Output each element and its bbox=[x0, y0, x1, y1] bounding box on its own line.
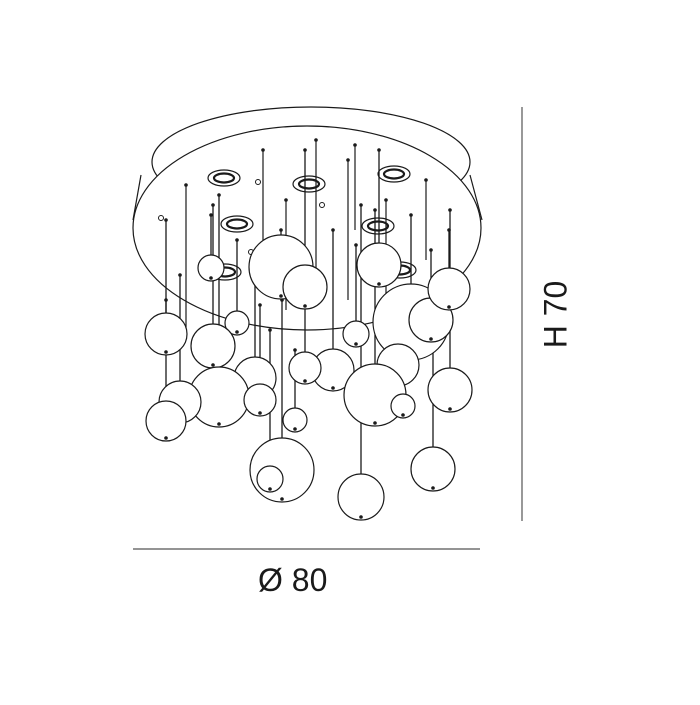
sphere-tip bbox=[429, 337, 433, 341]
wire-anchor bbox=[164, 218, 168, 222]
wire-anchor bbox=[293, 348, 297, 352]
sphere-tip bbox=[209, 276, 213, 280]
socket-ring bbox=[207, 169, 241, 187]
glass-sphere bbox=[427, 367, 473, 413]
wire-anchor bbox=[178, 273, 182, 277]
wire-anchor bbox=[448, 208, 452, 212]
sphere-tip bbox=[448, 407, 452, 411]
wire-anchor bbox=[303, 148, 307, 152]
glass-sphere bbox=[197, 254, 225, 282]
sphere-tip bbox=[401, 413, 405, 417]
wire-anchor bbox=[353, 143, 357, 147]
wire-anchor bbox=[424, 178, 428, 182]
screw bbox=[319, 202, 325, 208]
diameter-label: Ø 80 bbox=[258, 562, 328, 598]
wire-anchor bbox=[284, 198, 288, 202]
height-label: H 70 bbox=[537, 280, 574, 349]
wire-anchor bbox=[164, 298, 168, 302]
sphere-tip bbox=[373, 421, 377, 425]
glass-sphere bbox=[256, 465, 284, 493]
wire-anchor bbox=[217, 193, 221, 197]
wire-anchor bbox=[409, 213, 413, 217]
canopy-rim-right bbox=[469, 174, 483, 221]
sphere-tip bbox=[354, 342, 358, 346]
sphere-tip bbox=[331, 386, 335, 390]
sphere-tip bbox=[164, 350, 168, 354]
wire-anchor bbox=[384, 198, 388, 202]
sphere-tip bbox=[303, 379, 307, 383]
sphere-tip bbox=[293, 427, 297, 431]
wire-anchor bbox=[184, 183, 188, 187]
glass-sphere bbox=[288, 351, 322, 385]
wire-anchor bbox=[268, 328, 272, 332]
socket-ring bbox=[292, 175, 326, 193]
glass-sphere bbox=[145, 400, 187, 442]
wire-anchor bbox=[209, 213, 213, 217]
socket-inner bbox=[382, 168, 406, 180]
sphere-tip bbox=[359, 515, 363, 519]
wire-anchor bbox=[373, 208, 377, 212]
socket-inner bbox=[225, 218, 249, 230]
socket-inner bbox=[366, 220, 390, 232]
socket-inner bbox=[297, 178, 321, 190]
socket-inner bbox=[212, 172, 236, 184]
sphere-tip bbox=[258, 411, 262, 415]
sphere-tip bbox=[235, 330, 239, 334]
wire-anchor bbox=[258, 303, 262, 307]
screw bbox=[158, 215, 164, 221]
sphere-tip bbox=[268, 487, 272, 491]
glass-sphere bbox=[282, 407, 308, 433]
sphere-tip bbox=[280, 497, 284, 501]
glass-sphere bbox=[342, 320, 370, 348]
glass-sphere bbox=[427, 267, 471, 311]
wire-anchor bbox=[331, 228, 335, 232]
glass-sphere bbox=[356, 242, 402, 288]
glass-sphere bbox=[243, 383, 277, 417]
wire-anchor bbox=[279, 228, 283, 232]
wire-anchor bbox=[346, 158, 350, 162]
sphere-tip bbox=[211, 363, 215, 367]
wire-anchor bbox=[314, 138, 318, 142]
sphere-tip bbox=[217, 422, 221, 426]
screw bbox=[255, 179, 261, 185]
socket-ring bbox=[377, 165, 411, 183]
sphere-tip bbox=[447, 305, 451, 309]
glass-sphere bbox=[144, 312, 188, 356]
sphere-tip bbox=[279, 294, 283, 298]
glass-sphere bbox=[410, 446, 456, 492]
sphere-tip bbox=[377, 282, 381, 286]
glass-sphere bbox=[190, 323, 236, 369]
wire-anchor bbox=[354, 243, 358, 247]
glass-sphere bbox=[390, 393, 416, 419]
wire-anchor bbox=[235, 238, 239, 242]
glass-sphere bbox=[282, 264, 328, 310]
wire-anchor bbox=[211, 203, 215, 207]
glass-sphere bbox=[337, 473, 385, 521]
wire-anchor bbox=[261, 148, 265, 152]
glass-sphere bbox=[249, 437, 315, 503]
glass-spheres bbox=[144, 234, 473, 521]
wire-anchor bbox=[377, 148, 381, 152]
glass-sphere bbox=[224, 310, 250, 336]
wire-anchor bbox=[429, 248, 433, 252]
socket-ring bbox=[220, 215, 254, 233]
canopy-rim bbox=[132, 174, 142, 221]
sphere-tip bbox=[303, 304, 307, 308]
wire-anchor bbox=[359, 203, 363, 207]
sphere-tip bbox=[431, 486, 435, 490]
sphere-tip bbox=[164, 436, 168, 440]
